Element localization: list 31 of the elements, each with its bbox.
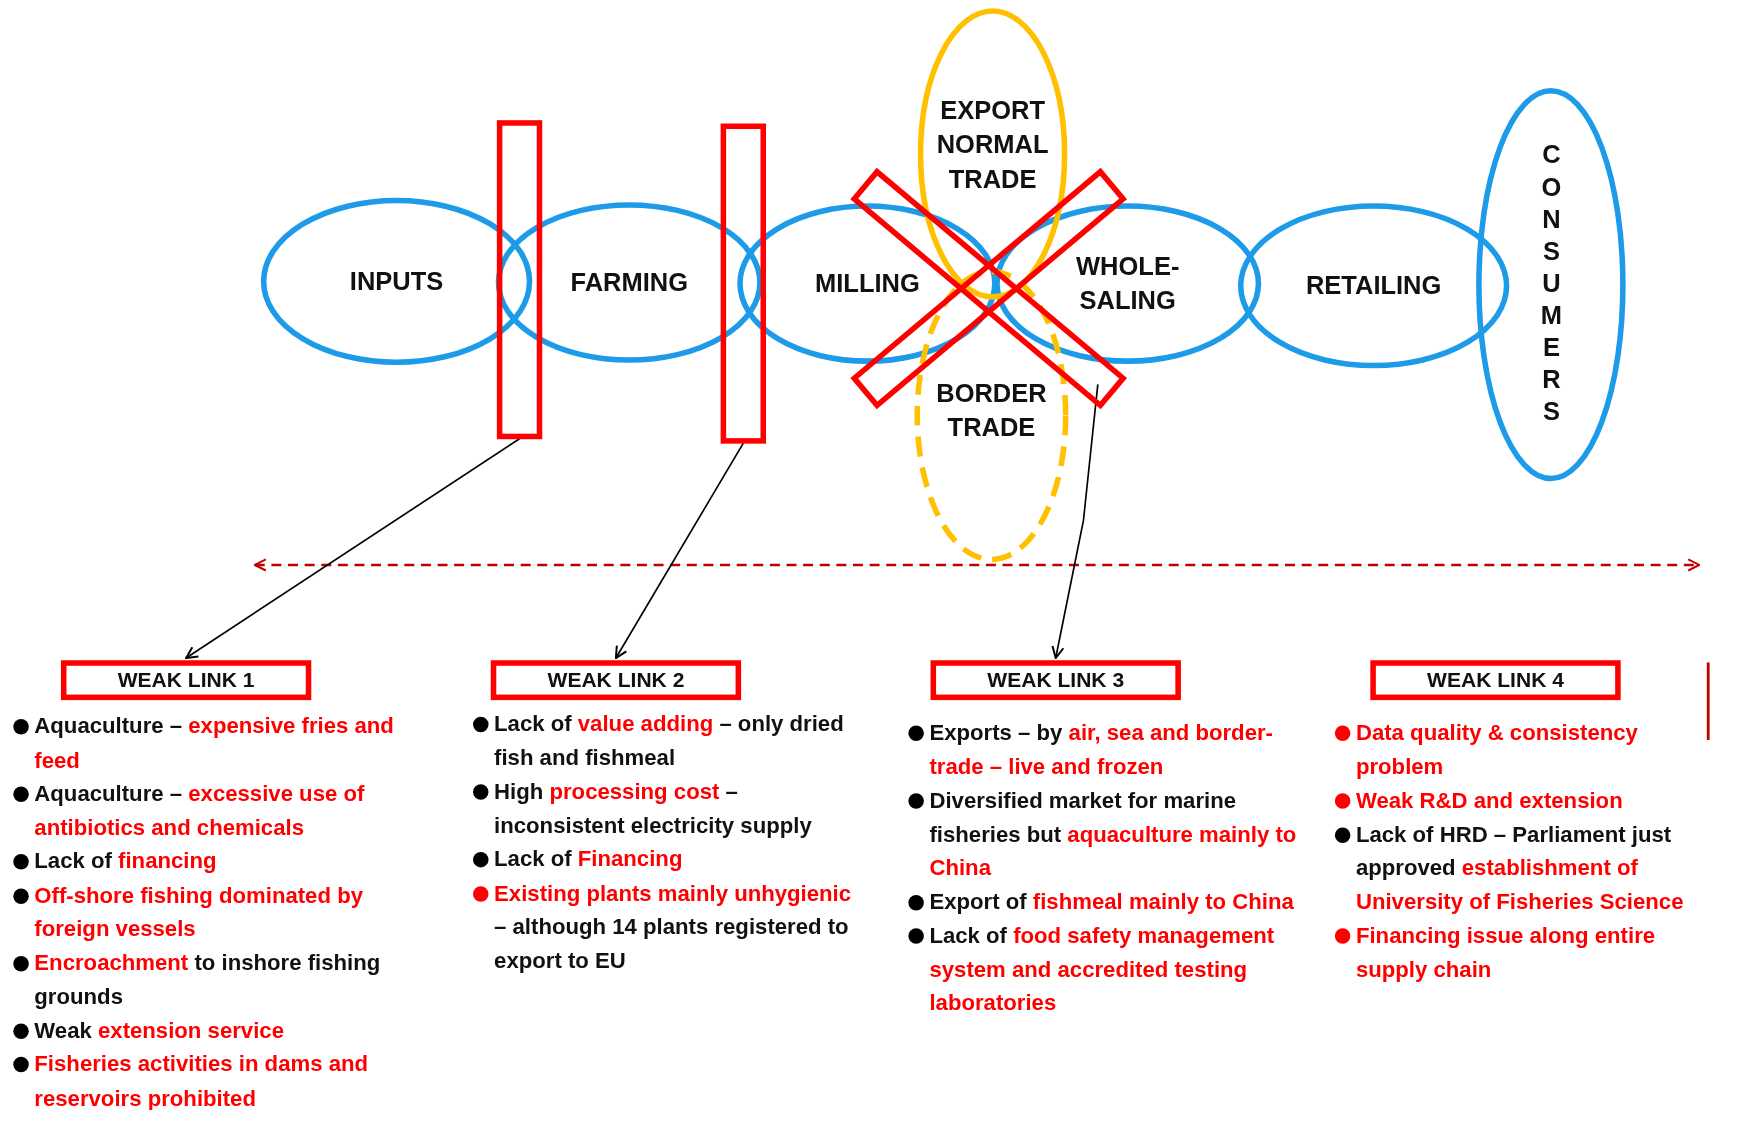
bullet-text: Weak extension service: [34, 1017, 284, 1042]
stage-label: WHOLE-SALING: [1075, 250, 1181, 317]
heading-box: WEAK LINK 4: [1370, 660, 1621, 701]
bullet-text: Financing issue along entire supply chain: [1355, 922, 1656, 981]
stage-label: FARMING: [569, 266, 689, 299]
stage-label: RETAILING: [1304, 269, 1443, 302]
bullet-text: High processing cost – inconsistent electricity supply: [494, 778, 812, 837]
stage-label: BORDER TRADE: [935, 377, 1048, 444]
bullet-text: Lack of value adding – only dried fish and fishmeal: [494, 711, 844, 770]
stage-label: MILLING: [814, 267, 921, 300]
stage-label: EXPORT NORMAL TRADE: [935, 94, 1050, 196]
arrow: [614, 442, 745, 659]
bullet-text: Lack of food safety management system and accredited testing laboratories: [929, 922, 1275, 1015]
stage-label: CONSUMERS: [1538, 140, 1564, 430]
bullet-text: Lack of financing: [34, 848, 217, 873]
heading-box: WEAK LINK 1: [60, 660, 312, 701]
bullet-text: Weak R&D and extension: [1355, 787, 1623, 812]
arrow: [1051, 383, 1099, 659]
arrow: [185, 437, 521, 659]
bullet-text: Fisheries activities in dams and reservoirs prohibited: [34, 1051, 369, 1110]
bullet-text: Lack of HRD – Parliament just approved establishment of University of Fisheries Science: [1355, 821, 1684, 914]
stage-label: INPUTS: [348, 265, 445, 298]
heading-box: WEAK LINK 3: [930, 660, 1181, 701]
heading-box: WEAK LINK 2: [490, 660, 742, 701]
bullet-text: Data quality & consistency problem: [1355, 720, 1638, 779]
bullet-text: Existing plants mainly unhygienic – although 14 plants registered to export to EU: [494, 880, 852, 973]
bullet-text: Export of fishmeal mainly to China: [929, 889, 1294, 914]
bullet-text: Lack of Financing: [494, 846, 683, 871]
bullet-text: Encroachment to inshore fishing grounds: [34, 949, 381, 1009]
bullet-text: Exports – by air, sea and border-trade – live and frozen: [929, 720, 1273, 779]
bullet-text: Off-shore fishing dominated by foreign vessels: [34, 882, 363, 941]
